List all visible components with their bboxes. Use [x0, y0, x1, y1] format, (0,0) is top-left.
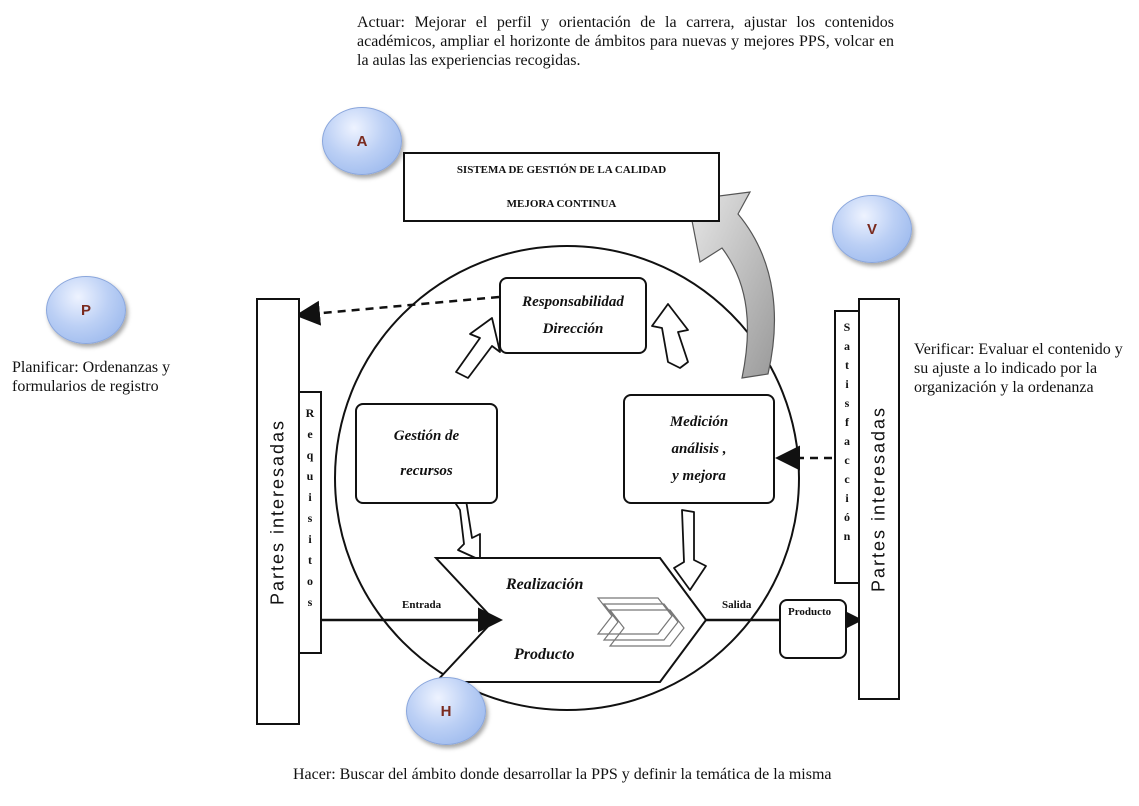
responsabilidad-box: Responsabilidad Dirección	[499, 277, 647, 354]
right-partes-panel: Partes interesadas	[858, 298, 900, 700]
req-letter: i	[308, 532, 312, 546]
right-partes-label: Partes interesadas	[868, 405, 889, 593]
req-letter: o	[307, 574, 313, 588]
medicion-line3: y mejora	[672, 467, 726, 484]
req-letter: q	[306, 448, 314, 462]
note-actuar: Actuar: Mejorar el perfil y orientación …	[357, 14, 894, 69]
left-partes-panel: Partes interesadas	[256, 298, 300, 725]
satisfaccion-letters: S a t i s f a c c i ó n	[836, 318, 858, 546]
req-letter: u	[306, 469, 314, 483]
cycle-arrow-right-up	[673, 509, 707, 591]
note-verificar: Verificar: Evaluar el contenido y su aju…	[914, 341, 1123, 396]
req-letter: s	[307, 511, 313, 525]
cycle-arrow-top-right	[651, 303, 689, 369]
left-partes-label: Partes interesadas	[267, 418, 288, 605]
req-letter: e	[307, 427, 313, 441]
sat-letter: S	[843, 320, 851, 334]
system-box: SISTEMA DE GESTIÓN DE LA CALIDAD MEJORA …	[403, 152, 720, 222]
sat-letter: ó	[844, 510, 850, 524]
requisitos-panel: R e q u i s i t o s	[298, 391, 322, 654]
system-box-line1: SISTEMA DE GESTIÓN DE LA CALIDAD	[456, 164, 667, 176]
req-letter: i	[308, 490, 312, 504]
sat-letter: c	[844, 453, 850, 467]
sat-letter: f	[845, 415, 849, 429]
req-letter: s	[307, 595, 313, 609]
dashed-arrow-left	[295, 295, 500, 326]
responsabilidad-line2: Dirección	[542, 320, 604, 337]
gestion-line2: recursos	[400, 462, 453, 479]
sat-letter: a	[844, 339, 850, 353]
sat-letter: c	[844, 472, 850, 486]
sat-letter: s	[844, 396, 850, 410]
system-box-line2: MEJORA CONTINUA	[506, 198, 617, 210]
improvement-arrow	[687, 191, 776, 379]
salida-label: Salida	[722, 599, 752, 611]
responsabilidad-line1: Responsabilidad	[522, 293, 624, 310]
realizacion-stripes	[596, 597, 685, 647]
medicion-line1: Medición	[669, 413, 729, 430]
cycle-arrow-left-down	[451, 497, 481, 561]
sat-letter: a	[844, 434, 850, 448]
badge-h: H	[406, 677, 486, 745]
realizacion-line2: Producto	[514, 646, 575, 663]
sat-letter: i	[845, 491, 849, 505]
note-planificar: Planificar: Ordenanzas y formularios de …	[12, 359, 171, 395]
producto-box: Producto	[779, 599, 847, 659]
satisfaccion-panel: S a t i s f a c c i ó n	[834, 310, 860, 584]
note-hacer: Hacer: Buscar del ámbito donde desarroll…	[293, 766, 832, 783]
gestion-box: Gestión de recursos	[355, 403, 498, 504]
req-letter: R	[305, 406, 315, 420]
realizacion-line1: Realización	[506, 576, 584, 593]
sat-letter: t	[845, 358, 849, 372]
sat-letter: i	[845, 377, 849, 391]
cycle-circle	[334, 245, 800, 711]
medicion-box: Medición análisis , y mejora	[623, 394, 775, 504]
req-letter: t	[308, 553, 312, 567]
cycle-arrow-top-left	[455, 317, 501, 379]
gestion-line1: Gestión de	[393, 427, 460, 444]
medicion-line2: análisis ,	[671, 440, 727, 457]
producto-label: Producto	[788, 606, 832, 618]
badge-v: V	[832, 195, 912, 263]
sat-letter: n	[843, 529, 851, 543]
requisitos-letters: R e q u i s i t o s	[300, 403, 320, 613]
entrada-label: Entrada	[402, 599, 442, 611]
badge-p: P	[46, 276, 126, 344]
badge-a: A	[322, 107, 402, 175]
